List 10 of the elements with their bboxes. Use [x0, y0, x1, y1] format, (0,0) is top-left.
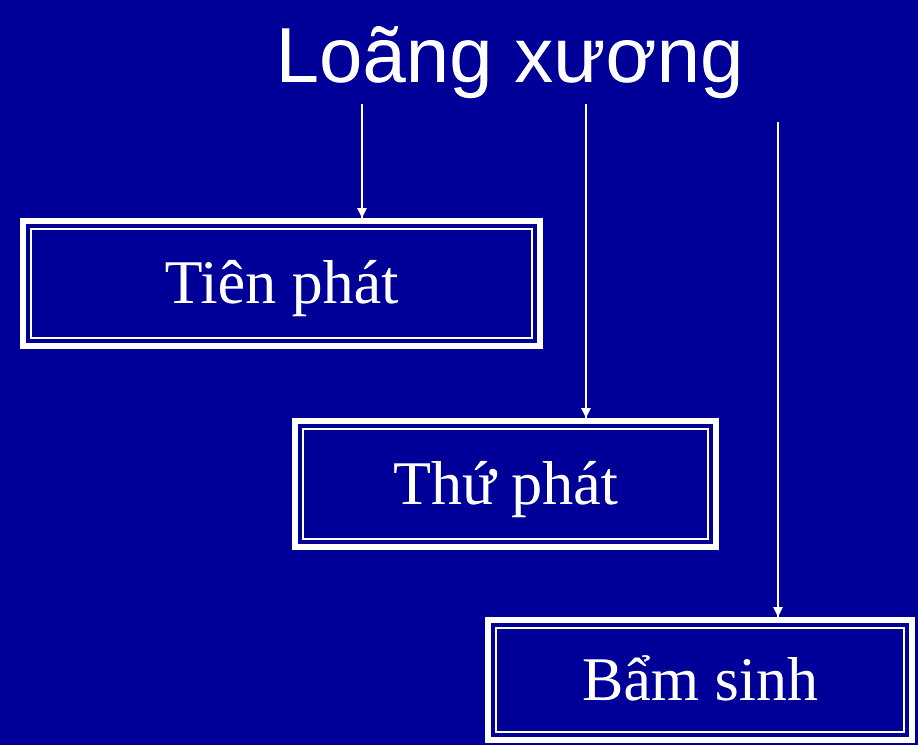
box-label: Tiên phát [164, 248, 398, 319]
arrow [581, 104, 591, 418]
arrow [773, 122, 783, 617]
title-text: Loãng xương [276, 10, 744, 100]
box-label: Bẩm sinh [582, 644, 818, 716]
box-label: Thứ phát [393, 448, 618, 520]
category-box [292, 418, 719, 550]
category-box [485, 617, 915, 743]
arrow [357, 104, 367, 218]
category-box [20, 218, 543, 349]
